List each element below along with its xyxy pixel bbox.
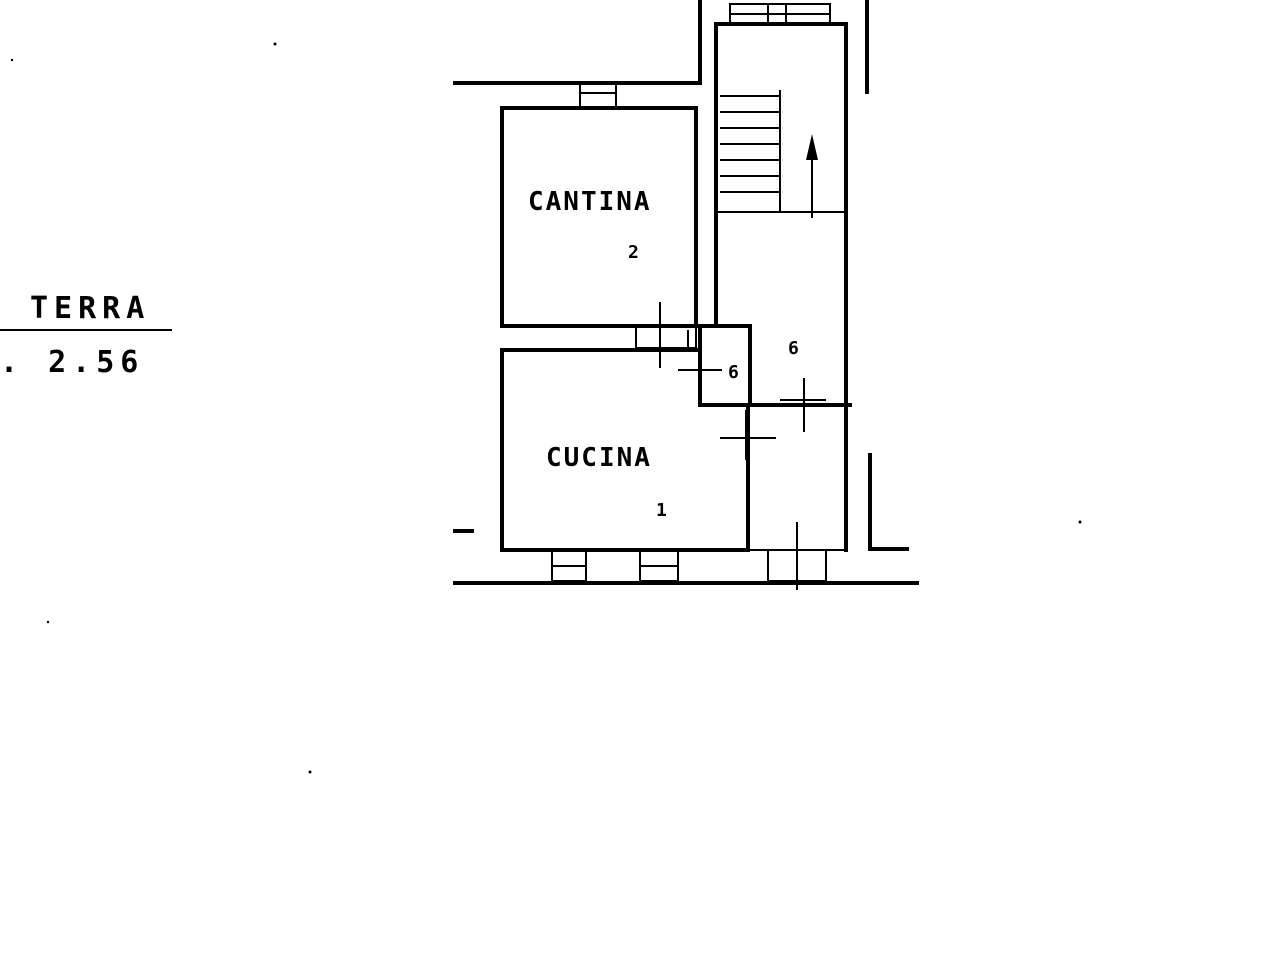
stair-window	[729, 3, 831, 25]
room-number-cantina: 2	[628, 242, 639, 263]
room-cantina: CANTINA 2	[500, 106, 698, 328]
outer-walls	[453, 0, 919, 585]
closet: 6	[635, 302, 752, 407]
bottom-windows	[551, 522, 827, 590]
stair-arrow-icon	[806, 134, 818, 160]
stairwell: 6	[714, 22, 852, 552]
hall-number: 6	[788, 338, 799, 359]
floor-label: TERRA	[30, 291, 150, 326]
scan-specks	[10, 42, 1082, 774]
room-number-cucina: 1	[656, 500, 667, 521]
cantina-window	[579, 82, 617, 108]
room-name-cucina: CUCINA	[546, 443, 652, 473]
room-name-cantina: CANTINA	[528, 187, 652, 217]
floor-legend: TERRA . 2.56	[0, 291, 172, 380]
closet-number: 6	[728, 362, 739, 383]
height-label: . 2.56	[0, 345, 144, 380]
